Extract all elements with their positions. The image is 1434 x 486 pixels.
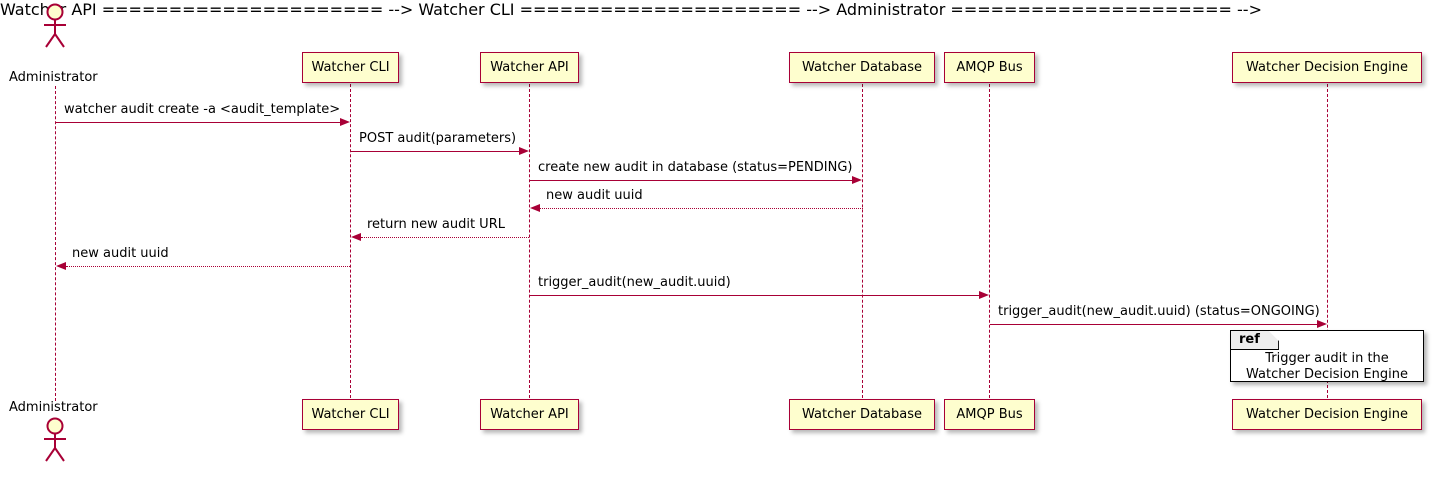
message-3-label: create new audit in database (status=PEN… bbox=[538, 160, 853, 175]
participant-watcher-decision-engine-top[interactable]: Watcher Decision Engine bbox=[1232, 52, 1422, 83]
message-7-arrowhead-right-icon bbox=[979, 290, 989, 299]
participant-watcher-cli-top[interactable]: Watcher CLI bbox=[302, 52, 399, 83]
ref-fragment-tab-label: ref bbox=[1231, 331, 1279, 350]
lifeline-watcher-cli bbox=[350, 84, 351, 398]
actor-administrator-top-label: Administrator bbox=[9, 70, 98, 85]
message-7-label: trigger_audit(new_audit.uuid) bbox=[538, 275, 731, 290]
participant-watcher-cli-bottom-label: Watcher CLI bbox=[311, 407, 390, 422]
participant-amqp-bus-bottom[interactable]: AMQP Bus bbox=[944, 399, 1035, 430]
ref-fragment: ref Trigger audit in the Watcher Decisio… bbox=[1230, 330, 1424, 382]
participant-watcher-api-top-label: Watcher API bbox=[490, 60, 569, 75]
message-6-line bbox=[66, 266, 350, 267]
message-2-line bbox=[351, 151, 519, 152]
message-3-line bbox=[530, 180, 852, 181]
message-4-arrowhead-left-icon bbox=[530, 203, 540, 212]
message-4-line bbox=[540, 208, 863, 209]
lifeline-amqp-bus bbox=[989, 84, 990, 398]
participant-watcher-decision-engine-top-label: Watcher Decision Engine bbox=[1246, 60, 1408, 75]
message-4-label: new audit uuid bbox=[546, 188, 643, 203]
participant-watcher-cli-bottom[interactable]: Watcher CLI bbox=[302, 399, 399, 430]
lifeline-watcher-api bbox=[529, 84, 530, 398]
participant-watcher-api-top[interactable]: Watcher API bbox=[480, 52, 579, 83]
message-7-line bbox=[530, 295, 979, 296]
actor-administrator-bottom-label: Administrator bbox=[9, 400, 98, 415]
participant-watcher-api-bottom-label: Watcher API bbox=[490, 407, 569, 422]
message-8-line bbox=[990, 324, 1317, 325]
lifeline-watcher-database bbox=[862, 84, 863, 398]
message-5-line bbox=[361, 237, 529, 238]
participant-watcher-database-bottom[interactable]: Watcher Database bbox=[789, 399, 935, 430]
actor-administrator-bottom-icon bbox=[35, 416, 75, 462]
message-3-arrowhead-right-icon bbox=[852, 175, 862, 184]
participant-watcher-cli-top-label: Watcher CLI bbox=[311, 60, 390, 75]
message-1-line bbox=[56, 122, 340, 123]
message-5-label: return new audit URL bbox=[367, 217, 505, 232]
message-6-label: new audit uuid bbox=[72, 246, 169, 261]
message-8-arrowhead-right-icon bbox=[1317, 319, 1327, 328]
participant-amqp-bus-bottom-label: AMQP Bus bbox=[956, 407, 1023, 422]
participant-watcher-database-bottom-label: Watcher Database bbox=[802, 407, 922, 422]
actor-administrator-top-icon bbox=[35, 2, 75, 48]
message-5-arrowhead-left-icon bbox=[351, 232, 361, 241]
message-2-arrowhead-right-icon bbox=[519, 146, 529, 155]
ref-fragment-line-1: Trigger audit in the bbox=[1265, 351, 1389, 366]
message-2-label: POST audit(parameters) bbox=[359, 131, 517, 146]
participant-watcher-database-top-label: Watcher Database bbox=[802, 60, 922, 75]
participant-amqp-bus-top-label: AMQP Bus bbox=[956, 60, 1023, 75]
participant-amqp-bus-top[interactable]: AMQP Bus bbox=[944, 52, 1035, 83]
ref-fragment-line-2: Watcher Decision Engine bbox=[1246, 367, 1408, 383]
participant-watcher-decision-engine-bottom-label: Watcher Decision Engine bbox=[1246, 407, 1408, 422]
message-6-arrowhead-left-icon bbox=[56, 261, 66, 270]
message-1-label: watcher audit create -a <audit_template> bbox=[64, 102, 341, 117]
participant-watcher-database-top[interactable]: Watcher Database bbox=[789, 52, 935, 83]
message-8-label: trigger_audit(new_audit.uuid) (status=ON… bbox=[998, 304, 1320, 319]
participant-watcher-decision-engine-bottom[interactable]: Watcher Decision Engine bbox=[1232, 399, 1422, 430]
message-1-arrowhead-right-icon bbox=[340, 117, 350, 126]
participant-watcher-api-bottom[interactable]: Watcher API bbox=[480, 399, 579, 430]
lifeline-administrator bbox=[55, 86, 56, 401]
lifeline-watcher-decision-engine bbox=[1327, 84, 1328, 398]
